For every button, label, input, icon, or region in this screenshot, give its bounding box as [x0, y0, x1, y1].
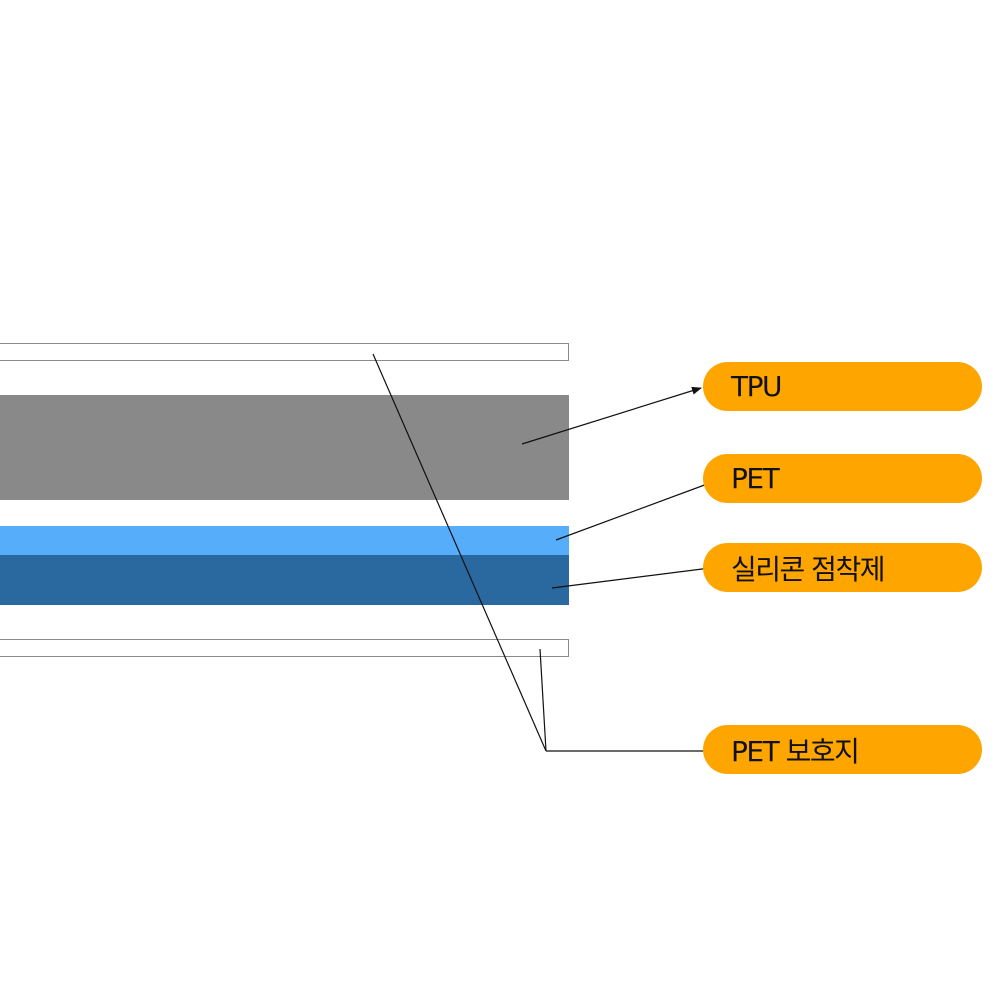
label-pet: PET	[703, 454, 982, 503]
tpu-layer	[0, 395, 569, 500]
pet-leader-line	[555, 479, 719, 541]
label-silicone-adhesive-text: 실리콘 점착제	[731, 552, 885, 586]
label-pet-text: PET	[731, 462, 780, 495]
label-pet-protective-film-text: PET 보호지	[731, 734, 860, 768]
label-tpu-text: TPU	[731, 370, 782, 403]
protect-bottom-leader-line	[539, 648, 547, 752]
label-pet-protective-film: PET 보호지	[703, 725, 982, 774]
label-silicone-adhesive: 실리콘 점착제	[703, 543, 982, 592]
silicone-leader-line	[551, 564, 719, 589]
label-tpu: TPU	[703, 362, 982, 411]
silicone-adhesive-layer	[0, 555, 569, 605]
pet-protective-film-bottom-layer	[0, 639, 569, 657]
pet-protective-film-top-layer	[0, 343, 569, 361]
pet-layer	[0, 526, 569, 555]
